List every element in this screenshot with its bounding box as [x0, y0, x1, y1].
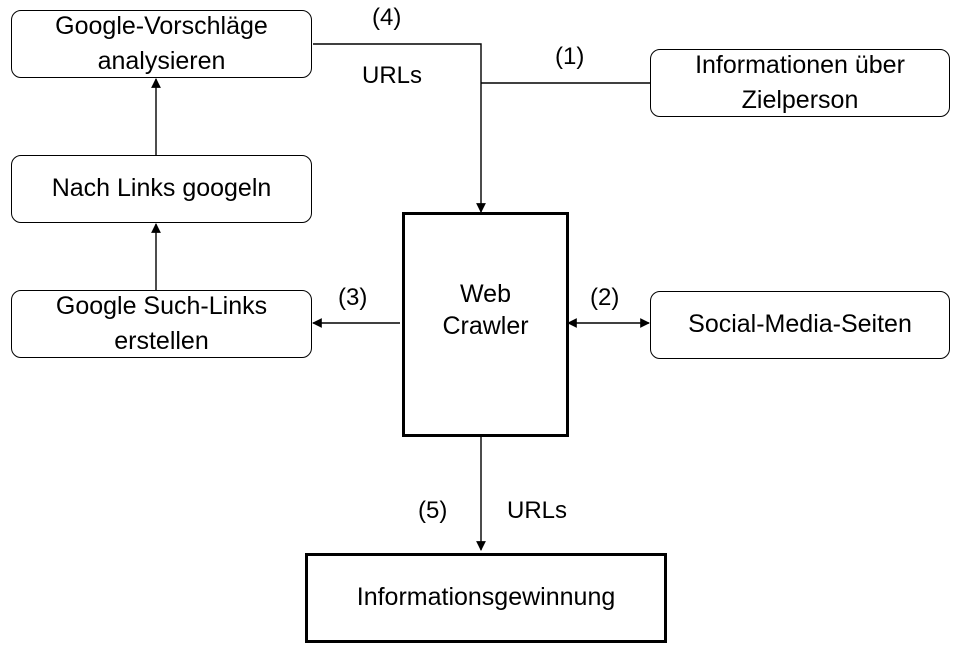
node-create-links-line-2: erstellen	[114, 327, 209, 355]
node-create-links-line-1: Google Such-Links	[55, 291, 268, 320]
node-web-crawler-line-1: Web	[460, 280, 511, 309]
node-target-info-line-2: Zielperson	[741, 86, 859, 114]
node-social-media: Social-Media-Seiten	[650, 291, 950, 359]
edge-label-step-3: (3)	[338, 284, 368, 311]
node-google-suggestions-line-2: analysieren	[97, 47, 226, 75]
node-info-gain: Informationsgewinnung	[305, 553, 667, 643]
edge-suggestions-to-crawler	[313, 43, 486, 213]
node-target-info-line-1: Informationen über	[695, 50, 905, 79]
node-target-info: Informationen über Zielperson	[650, 49, 950, 117]
edge-label-urls-bottom: URLs	[507, 497, 568, 524]
node-create-links: Google Such-Links erstellen	[11, 290, 312, 358]
node-info-gain-label: Informationsgewinnung	[356, 583, 616, 612]
edge-label-step-2: (2)	[590, 284, 620, 311]
edge-label-step-1: (1)	[555, 43, 585, 70]
node-social-media-label: Social-Media-Seiten	[688, 310, 912, 339]
node-google-suggestions: Google-Vorschläge analysieren	[11, 10, 312, 78]
node-google-suggestions-line-1: Google-Vorschläge	[55, 11, 268, 40]
node-web-crawler: Web Crawler	[402, 212, 569, 437]
edge-label-step-5: (5)	[418, 497, 448, 524]
node-web-crawler-line-2: Crawler	[442, 311, 529, 340]
node-google-links-label: Nach Links googeln	[51, 174, 272, 203]
edge-label-step-4: (4)	[372, 4, 402, 31]
node-google-links: Nach Links googeln	[11, 155, 312, 223]
edge-label-urls-top: URLs	[362, 62, 423, 89]
